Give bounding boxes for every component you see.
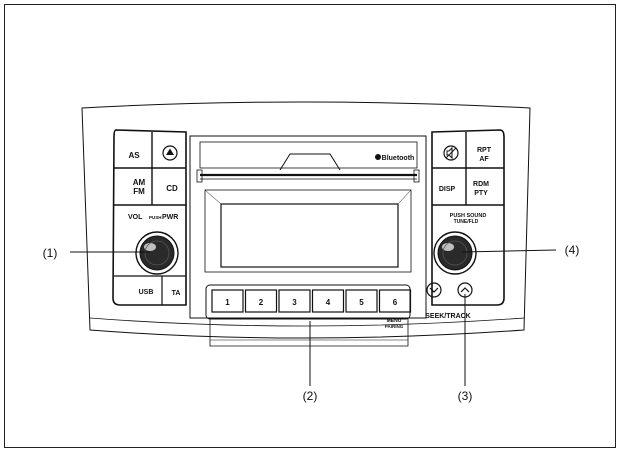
callout-2: (2) [303,389,318,403]
preset-button-4[interactable]: 4 [311,289,345,313]
eject-icon [166,148,174,155]
preset-label: 5 [359,298,364,307]
mute-icon [445,146,457,160]
fm-label[interactable]: FM [133,187,145,196]
af-label[interactable]: AF [479,156,489,163]
vol-label: VOL [128,214,143,221]
volume-knob[interactable] [135,231,179,275]
cd-button[interactable]: CD [166,184,178,193]
tune-fld-label: TUNE/FLD [454,219,479,225]
am-label[interactable]: AM [133,178,146,187]
display-bezel [204,189,412,273]
rpt-label[interactable]: RPT [477,147,492,154]
preset-label: 6 [393,298,398,307]
preset-button-frame [378,289,412,313]
callout-3: (3) [458,389,473,403]
chevron-down-icon [429,287,439,293]
chevron-up-icon [460,287,470,293]
push-sound-label: PUSH SOUND [450,213,487,219]
seek-down-button[interactable] [426,282,442,298]
eject-button[interactable] [162,145,178,161]
bottom-tab [209,318,409,347]
pty-label[interactable]: PTY [474,190,488,197]
callout-4: (4) [565,243,580,257]
left-panel [112,129,187,306]
preset-button-5[interactable]: 5 [345,289,378,313]
pwr-label: PWR [162,214,178,221]
preset-button-3[interactable]: 3 [278,289,311,313]
rdm-label[interactable]: RDM [473,181,489,188]
preset-label: 4 [326,298,331,307]
right-panel [431,129,505,306]
preset-button-1[interactable]: 1 [211,289,244,313]
menu-label: MENU [387,318,402,324]
seek-track-label: SEEK/TRACK [425,313,471,320]
callout-line-4 [461,249,557,253]
display-screen [220,203,399,268]
ta-button[interactable]: TA [172,290,181,297]
eject-bump [279,153,341,171]
preset-button-6[interactable]: 6 [378,289,412,313]
callout-1: (1) [43,246,58,260]
preset-button-frame [311,289,345,313]
preset-label: 1 [225,298,230,307]
preset-button-2[interactable]: 2 [244,289,278,313]
pairing-label: PAIRING [385,324,404,329]
bluetooth-icon [375,154,381,160]
faceplate-outline [81,101,531,339]
tune-knob[interactable] [433,231,477,275]
disp-button[interactable]: DISP [439,186,456,193]
vol-push-label: PUSH [149,215,162,220]
usb-button[interactable]: USB [139,289,154,296]
preset-button-frame [278,289,311,313]
preset-button-frame [211,289,244,313]
preset-label: 2 [259,298,264,307]
as-button[interactable]: AS [128,151,140,160]
mute-button[interactable] [443,145,459,161]
faceplate-lower-edge [89,317,525,327]
center-unit-outline [189,135,427,319]
preset-button-frame [244,289,278,313]
preset-label: 3 [292,298,297,307]
preset-button-frame [345,289,378,313]
bluetooth-logo: Bluetooth [382,155,415,162]
cd-slot-frame [199,141,418,169]
